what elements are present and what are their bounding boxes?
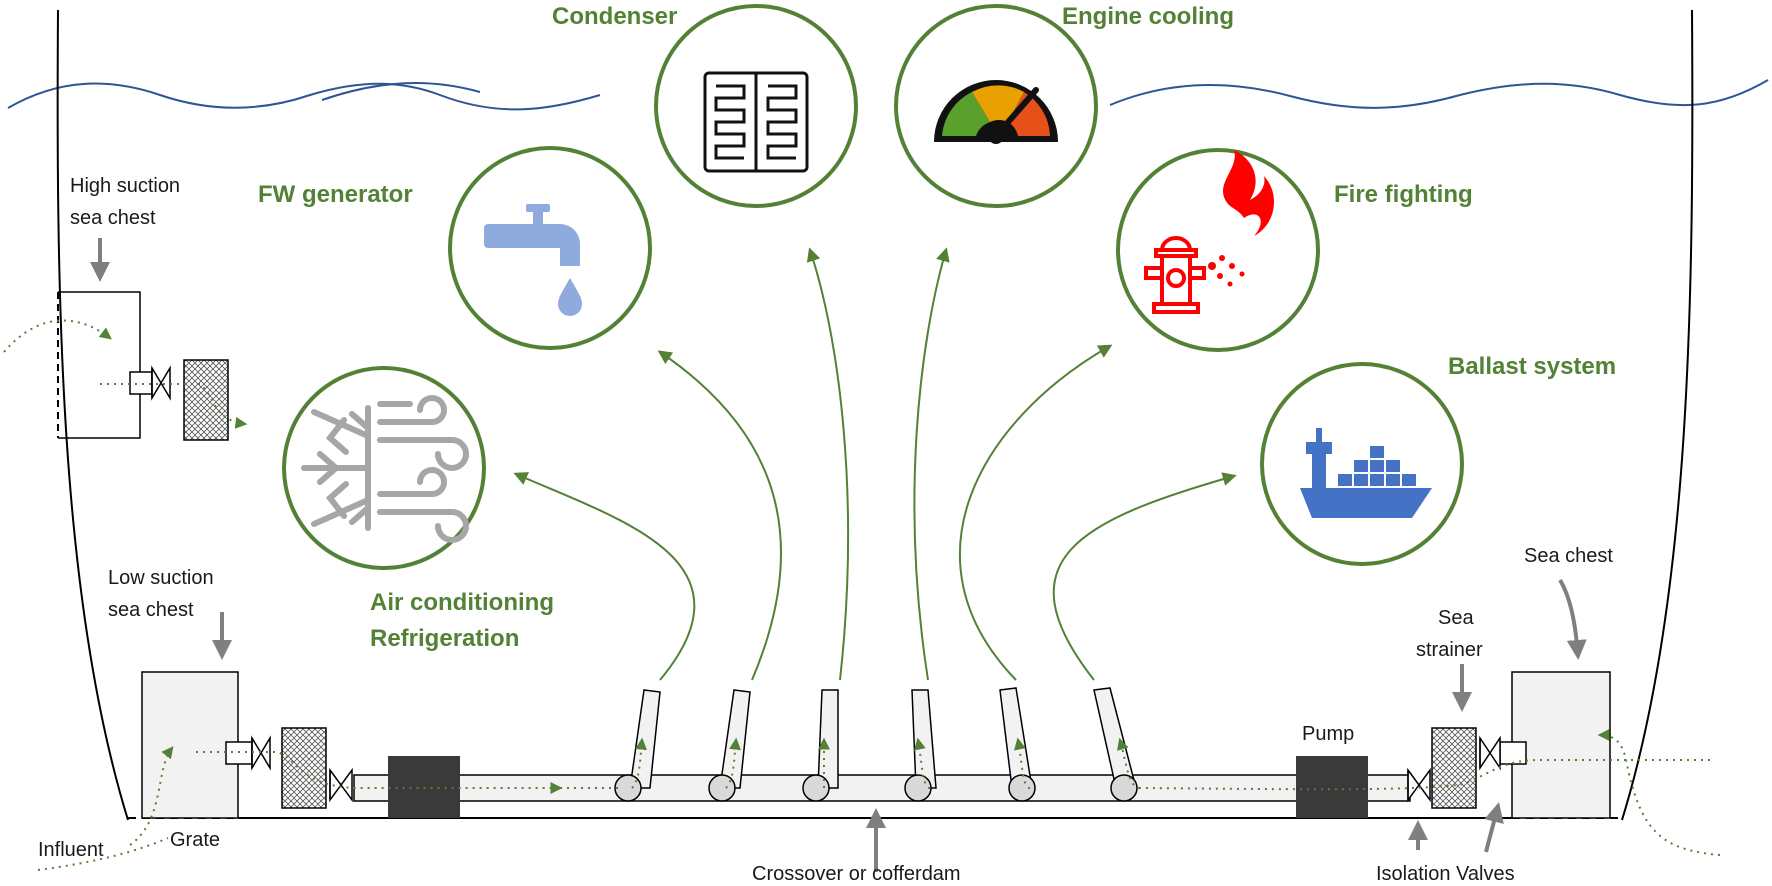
low-suction-sea-chest: [141, 671, 239, 819]
label-sea-chest: Sea chest: [1524, 545, 1613, 567]
label-high-suction: High suction: [70, 175, 180, 197]
label-refrigeration: Refrigeration: [370, 625, 519, 652]
branch-pipes: [629, 687, 1137, 789]
branch-junctions: [614, 774, 1138, 802]
label-fw-generator: FW generator: [258, 181, 413, 208]
label-isolation-valves: Isolation Valves: [1376, 863, 1515, 885]
sea-strainer: [1431, 727, 1477, 809]
left-isolation-valve: [329, 767, 353, 803]
label-strainer: strainer: [1416, 639, 1483, 661]
hull-left-side: [56, 9, 129, 821]
label-crossover: Crossover or cofferdam: [752, 863, 961, 885]
temperature-gauge-icon: [934, 80, 1058, 144]
system-circles: [282, 4, 1464, 570]
label-grate: Grate: [170, 829, 220, 851]
water-line: [7, 82, 601, 111]
label-high-suction-sea-chest: sea chest: [70, 207, 156, 229]
label-fire-fighting: Fire fighting: [1334, 181, 1473, 208]
label-influent: Influent: [38, 839, 104, 861]
right-isolation-valve: [1407, 767, 1431, 803]
supply-arrows: [513, 247, 1237, 681]
high-suction-pipe: [129, 371, 153, 395]
label-ballast-system: Ballast system: [1448, 353, 1616, 380]
snowflake-wind-icon: [301, 395, 469, 543]
callout-arrows: [90, 238, 1587, 872]
fire-hydrant-icon: [1144, 150, 1275, 314]
label-low-suction: Low suction: [108, 567, 214, 589]
high-suction-strainer: [183, 359, 229, 441]
water-line: [321, 82, 481, 101]
flow-paths: [3, 319, 1721, 871]
water-line: [1109, 79, 1769, 109]
cargo-ship-icon: [1300, 428, 1432, 518]
label-condenser: Condenser: [552, 3, 677, 30]
high-suction-sea-chest: [58, 291, 141, 439]
pump-right: [1296, 756, 1368, 818]
water-tap-icon: [484, 204, 582, 316]
low-suction-strainer: [281, 727, 327, 809]
sea-chest-valve: [1479, 735, 1501, 771]
label-pump: Pump: [1302, 723, 1354, 745]
label-air-conditioning: Air conditioning: [370, 589, 554, 616]
label-sea: Sea: [1438, 607, 1474, 629]
hull-right-side: [1621, 9, 1694, 821]
high-suction-valve: [151, 365, 171, 401]
label-low-suction-sea-chest: sea chest: [108, 599, 194, 621]
condenser-coil-icon: [703, 71, 809, 173]
sea-chest-pipe: [1499, 741, 1527, 765]
label-engine-cooling: Engine cooling: [1062, 3, 1234, 30]
